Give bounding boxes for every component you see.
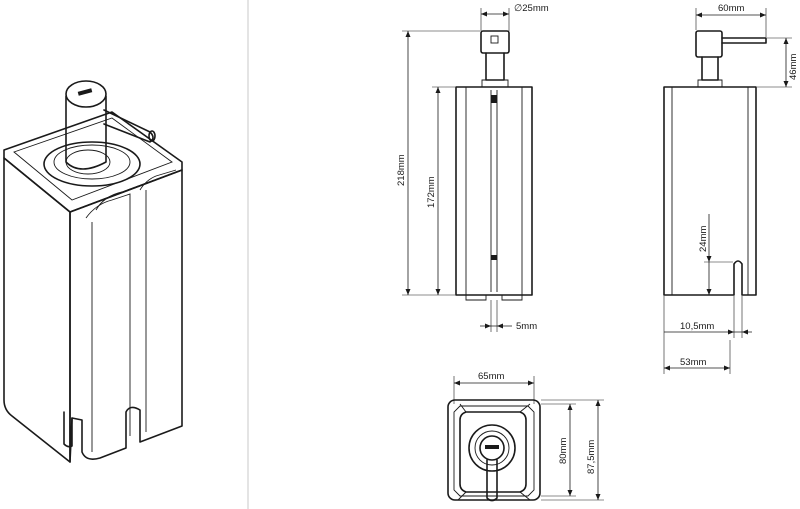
side-nozzle: [721, 37, 767, 44]
front-view: ∅25mm 218mm 172mm 5mm: [396, 3, 549, 332]
dim-base-depth-outer: 87,5mm: [586, 440, 597, 474]
dim-side-depth: 53mm: [680, 357, 706, 368]
isometric-view: [3, 80, 183, 463]
top-view: 65mm 80mm 87,5mm: [447, 371, 604, 502]
side-pump-head: [695, 30, 723, 58]
iso-pump-head: [65, 80, 107, 108]
iso-pump-collar: [43, 141, 141, 187]
top-pump: [479, 435, 505, 461]
dim-front-slot: 5mm: [516, 321, 537, 332]
iso-nozzle: [103, 109, 154, 143]
iso-top-inner: [13, 117, 173, 201]
dim-base-width: 65mm: [478, 371, 504, 382]
dim-pump-height: 46mm: [788, 54, 799, 80]
iso-top-rim: [3, 111, 183, 213]
front-pump-head: [480, 30, 510, 54]
dim-body-height: 172mm: [426, 176, 437, 208]
top-nozzle: [486, 459, 498, 502]
iso-pump-stem: [65, 95, 107, 170]
iso-front-column: [85, 193, 131, 436]
front-pump-stem: [485, 52, 505, 81]
side-body: [663, 86, 757, 296]
top-collar: [468, 424, 516, 472]
dim-slot-height: 24mm: [698, 226, 709, 252]
iso-left-face: [3, 157, 71, 463]
iso-slot: [63, 411, 73, 448]
dim-pump-diameter: ∅25mm: [514, 3, 549, 14]
dim-total-height: 218mm: [396, 154, 407, 186]
side-view: 60mm 46mm 24mm 10,5mm 53mm: [663, 3, 799, 374]
front-body: [455, 86, 533, 296]
dim-side-width: 60mm: [718, 3, 744, 14]
dim-base-depth-inner: 80mm: [558, 438, 569, 464]
dim-slot-width: 10,5mm: [680, 321, 714, 332]
iso-right-face: [69, 169, 183, 463]
side-pump-stem: [701, 56, 719, 81]
